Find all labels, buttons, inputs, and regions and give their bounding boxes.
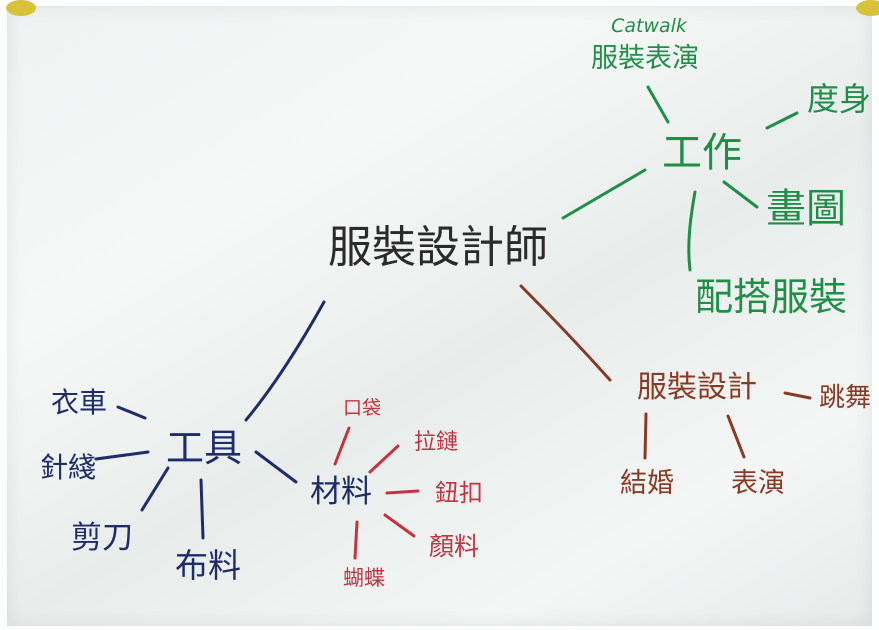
edge-materials-pigment xyxy=(383,513,416,538)
edge-center-design xyxy=(519,284,612,382)
matching-label: 配搭服裝 xyxy=(695,275,847,319)
edge-design-dance xyxy=(783,391,812,400)
work-node: 工作 xyxy=(662,130,742,176)
edge-materials-button xyxy=(385,489,420,495)
edge-work-measure xyxy=(765,111,799,130)
fabric-label: 布料 xyxy=(175,546,241,585)
edge-center-tools xyxy=(244,300,326,422)
edge-design-performance xyxy=(726,414,746,459)
materials-node: 材料 xyxy=(310,474,372,510)
edge-materials-pocket xyxy=(333,426,351,466)
edge-work-drawing xyxy=(722,180,759,209)
tools-node: 工具 xyxy=(166,426,242,470)
performance-label: 表演 xyxy=(731,468,785,499)
dance-label: 跳舞 xyxy=(819,383,871,413)
pin-left xyxy=(6,0,36,16)
edge-center-work xyxy=(561,168,647,220)
bowtie-label: 蝴蝶 xyxy=(343,566,385,590)
design-node: 服裝設計 xyxy=(637,370,757,405)
catwalk-label: Catwalk xyxy=(611,15,688,37)
needle-thread-label: 針綫 xyxy=(40,451,96,484)
edge-materials-bowtie xyxy=(353,520,359,560)
scissors-label: 剪刀 xyxy=(71,520,133,556)
pin-right xyxy=(856,0,879,16)
drawing-label: 畫圖 xyxy=(766,186,846,232)
paper-background xyxy=(7,6,872,626)
edge-work-matching xyxy=(687,190,697,272)
sewing-machine-label: 衣車 xyxy=(51,386,107,419)
measure-label: 度身 xyxy=(807,80,871,118)
edge-work-fashion-show xyxy=(646,85,670,124)
pocket-label: 口袋 xyxy=(343,397,381,419)
edge-tools-sewing-machine xyxy=(116,405,147,420)
edge-materials-zipper xyxy=(368,444,400,474)
edge-design-wedding xyxy=(643,412,648,460)
edge-tools-fabric xyxy=(199,478,205,540)
edge-tools-materials xyxy=(254,450,298,484)
pigment-label: 顏料 xyxy=(429,532,479,561)
edge-tools-needle-thread xyxy=(94,450,150,461)
button-label: 鈕扣 xyxy=(435,479,483,507)
wedding-label: 結婚 xyxy=(620,468,674,499)
edge-tools-scissors xyxy=(140,466,170,512)
fashion-show-label: 服裝表演 xyxy=(591,43,699,74)
zipper-label: 拉鏈 xyxy=(414,430,458,455)
center-node: 服裝設計師 xyxy=(328,222,548,273)
